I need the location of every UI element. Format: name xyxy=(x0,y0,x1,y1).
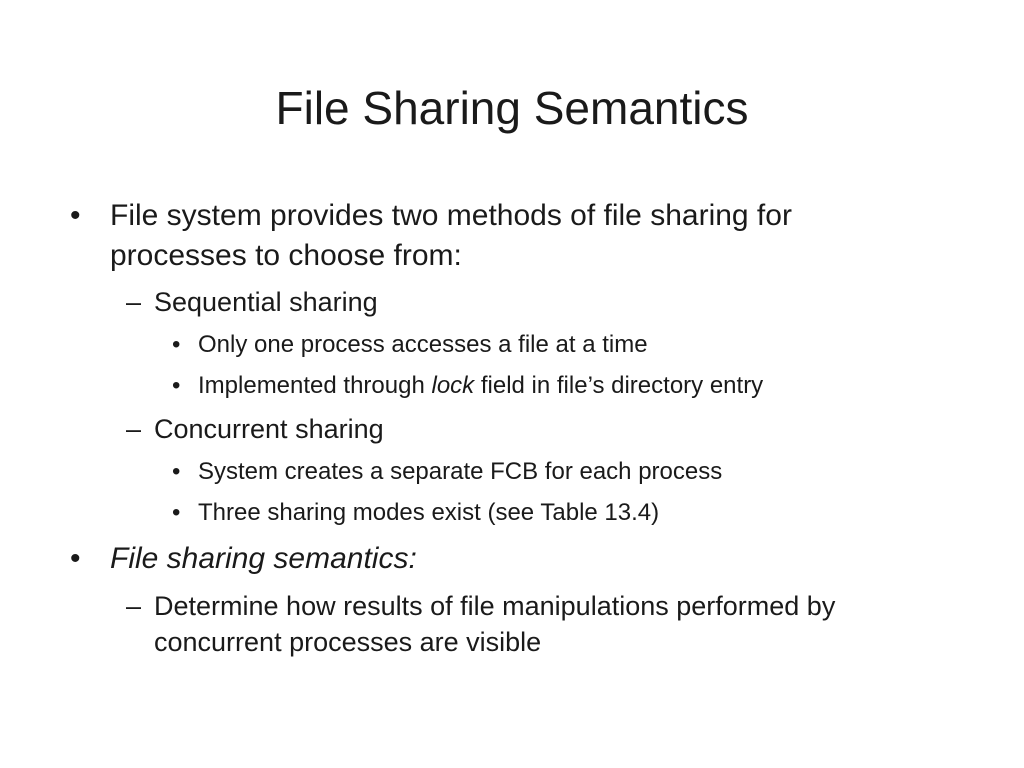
text-segment: Implemented through xyxy=(198,372,432,399)
bullet-text-file-sharing-semantics: File sharing semantics: xyxy=(110,542,417,575)
slide-title: File Sharing Semantics xyxy=(275,82,749,134)
bullet-marker: • xyxy=(172,499,181,526)
bullet-marker: • xyxy=(172,372,181,399)
bullet-text-line: File system provides two methods of file… xyxy=(110,199,792,232)
sub-point-text-line: Determine how results of file manipulati… xyxy=(154,591,836,621)
bullet-marker: • xyxy=(172,331,181,358)
bullet-text-line: processes to choose from: xyxy=(110,239,462,272)
dash-marker: – xyxy=(126,287,142,317)
sub-point-text-line: concurrent processes are visible xyxy=(154,627,542,657)
sub-sub-point: Three sharing modes exist (see Table 13.… xyxy=(198,499,660,526)
text-segment: field in file’s directory entry xyxy=(474,372,764,399)
dash-marker: – xyxy=(126,591,142,621)
sub-sub-point: Only one process accesses a file at a ti… xyxy=(198,331,648,358)
sub-point-concurrent: Concurrent sharing xyxy=(154,414,384,444)
bullet-marker: • xyxy=(70,199,81,232)
lock-term: lock xyxy=(431,372,475,399)
sub-sub-point: System creates a separate FCB for each p… xyxy=(198,458,723,485)
sub-point-sequential: Sequential sharing xyxy=(154,287,378,317)
sub-sub-point: Implemented through lock field in file’s… xyxy=(198,370,763,402)
dash-marker: – xyxy=(126,414,142,444)
bullet-marker: • xyxy=(172,458,181,485)
bullet-marker: • xyxy=(70,542,81,575)
